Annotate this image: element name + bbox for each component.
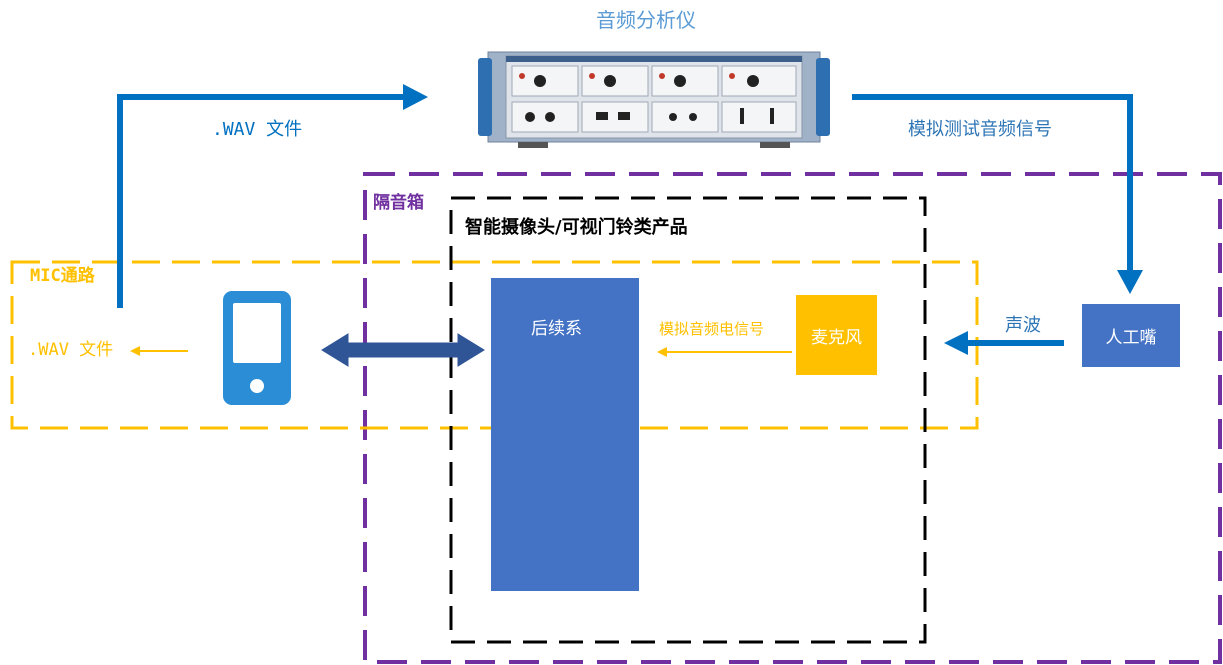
- smartphone-icon: [223, 291, 291, 405]
- phone-screen: [233, 303, 281, 363]
- phone-to-wav-arrowhead: [130, 346, 140, 356]
- subsystem-label: 后续系: [531, 319, 582, 339]
- analyzer-to-mouth-arrowhead: [1117, 270, 1143, 294]
- analyzer-to-mouth-arrow: [852, 94, 1133, 272]
- microphone-label: 麦克风: [811, 327, 862, 348]
- isolation-box-frame: [363, 172, 1222, 664]
- wav-to-analyzer-arrow: [117, 94, 405, 308]
- subsystem-box: 后续系: [491, 278, 639, 591]
- audio-analyzer-device: [478, 51, 830, 148]
- analog-electric-signal-label: 模拟音频电信号: [659, 320, 765, 338]
- analyzer-title: 音频分析仪: [596, 8, 696, 32]
- product-frame: [449, 196, 927, 644]
- wav-file-top-label: .WAV 文件: [212, 119, 303, 140]
- isolation-box-label: 隔音箱: [373, 193, 424, 213]
- phone-system-double-arrow: [321, 333, 485, 367]
- sound-wave-arrowhead: [944, 331, 968, 355]
- sound-wave-label: 声波: [1005, 315, 1041, 336]
- artificial-mouth-box: 人工嘴: [1082, 304, 1180, 367]
- phone-home-button: [250, 379, 264, 393]
- analog-signal-arrowhead: [657, 347, 667, 357]
- product-label: 智能摄像头/可视门铃类产品: [465, 217, 688, 238]
- wav-to-analyzer-arrowhead: [403, 84, 428, 110]
- mic-path-label: MIC通路: [30, 266, 95, 286]
- simulated-test-signal-label: 模拟测试音频信号: [908, 119, 1052, 140]
- artificial-mouth-label: 人工嘴: [1105, 328, 1157, 348]
- wav-file-left-label: .WAV 文件: [28, 340, 114, 360]
- microphone-box: 麦克风: [796, 295, 877, 375]
